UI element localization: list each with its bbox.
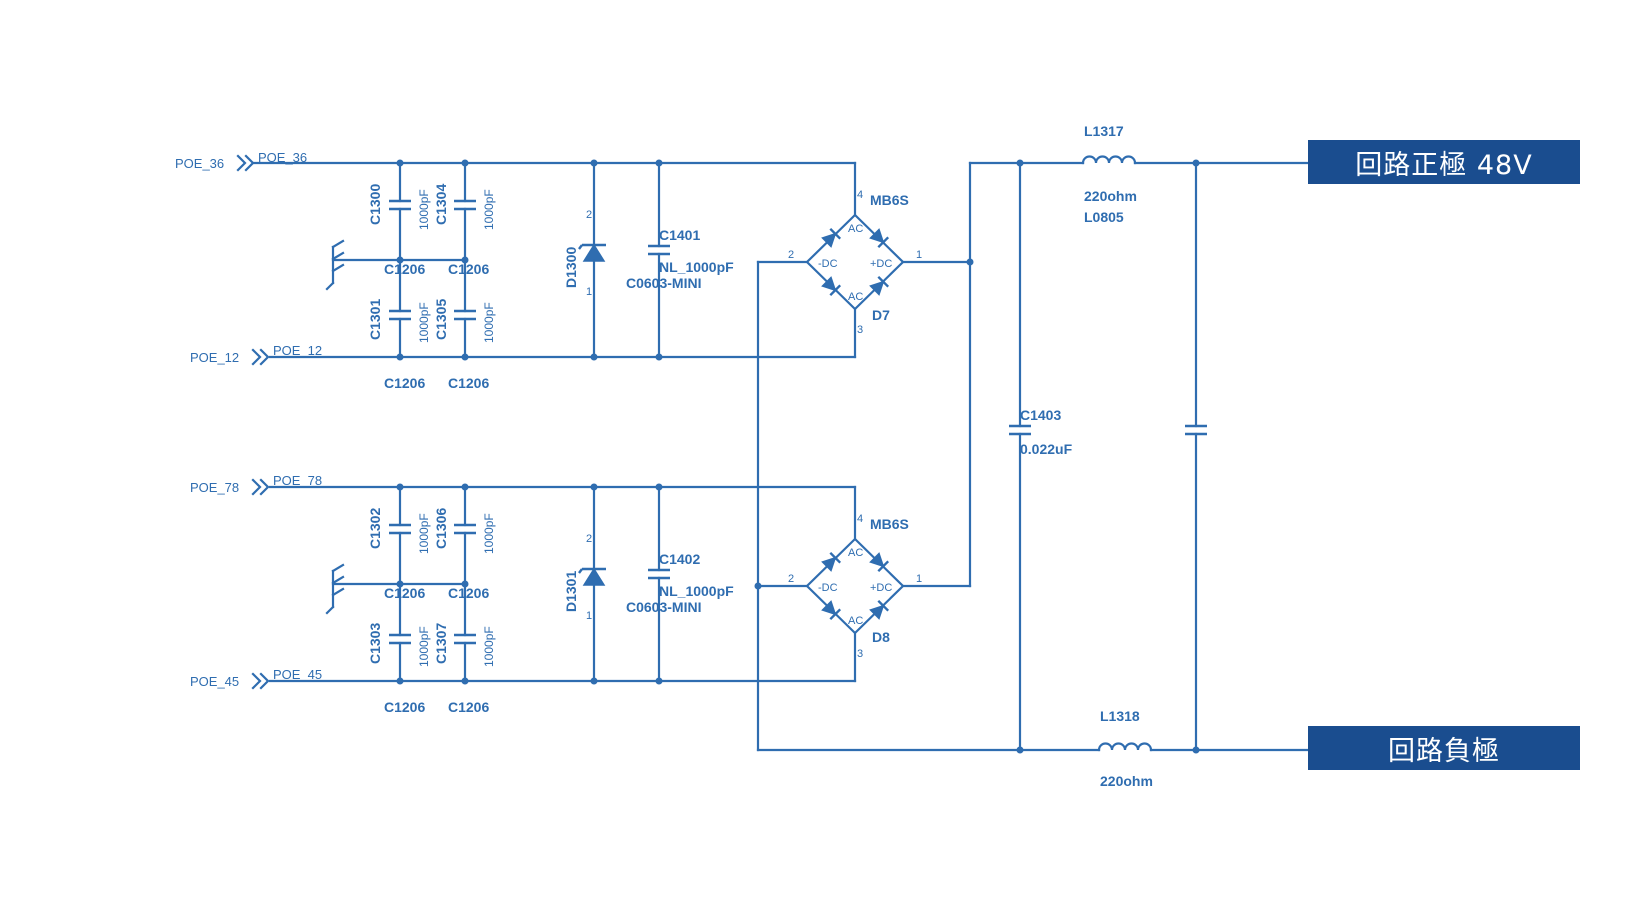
ac-label-d8-top: AC bbox=[848, 547, 863, 559]
label-d7: D7 bbox=[872, 307, 890, 323]
negative-terminal-label: 回路負極 bbox=[1388, 735, 1500, 767]
package-c1302: C1206 bbox=[384, 585, 425, 601]
value-c1402: NL_1000pF bbox=[659, 583, 734, 599]
pin3-d7: 3 bbox=[857, 324, 863, 336]
label-c1403: C1403 bbox=[1020, 407, 1061, 423]
label-l1318: L1318 bbox=[1100, 708, 1140, 724]
negative-terminal-tag: 回路負極 bbox=[1308, 726, 1580, 770]
value-c1401: NL_1000pF bbox=[659, 259, 734, 275]
net-label-poe12: POE_12 bbox=[273, 343, 322, 358]
label-c1301: C1301 bbox=[367, 299, 383, 340]
label-d8: D8 bbox=[872, 629, 890, 645]
dcpos-label-d7: +DC bbox=[870, 258, 892, 270]
value-l1318: 220ohm bbox=[1100, 773, 1153, 789]
inductor-l1317 bbox=[1081, 155, 1137, 165]
pin1-d8: 1 bbox=[916, 573, 922, 585]
label-c1303: C1303 bbox=[367, 623, 383, 664]
dcneg-label-d8: -DC bbox=[818, 582, 838, 594]
dcneg-label-d7: -DC bbox=[818, 258, 838, 270]
package-c1303: C1206 bbox=[384, 699, 425, 715]
label-c1302: C1302 bbox=[367, 508, 383, 549]
diode-d1301 bbox=[577, 483, 608, 685]
output-filter-section: C1403 0.022uF L1317 220ohm L0805 L1318 2… bbox=[754, 123, 1310, 789]
pin3-d8: 3 bbox=[857, 648, 863, 660]
dcpos-label-d8: +DC bbox=[870, 582, 892, 594]
bridge-d8 bbox=[756, 485, 972, 683]
label-c1402: C1402 bbox=[659, 551, 700, 567]
port-label-poe45: POE_45 bbox=[190, 674, 239, 689]
diode-d1300 bbox=[577, 159, 608, 361]
label-d1301: D1301 bbox=[563, 571, 579, 612]
ac-label-d7-top: AC bbox=[848, 223, 863, 235]
label-c1304: C1304 bbox=[433, 184, 449, 225]
ground-icon-top bbox=[325, 239, 345, 291]
port-label-poe36: POE_36 bbox=[175, 156, 224, 171]
value-c1303: 1000pF bbox=[417, 626, 431, 667]
port-arrow-poe78 bbox=[251, 478, 270, 496]
cap-c1403 bbox=[1007, 424, 1033, 436]
port-arrow-poe12 bbox=[251, 348, 270, 366]
label-d1300: D1300 bbox=[563, 247, 579, 288]
value-c1307: 1000pF bbox=[482, 626, 496, 667]
cap-column-2 bbox=[452, 159, 478, 361]
ac-label-d7-bottom: AC bbox=[848, 291, 863, 303]
label-part-d7: MB6S bbox=[870, 192, 909, 208]
port-label-poe12: POE_12 bbox=[190, 350, 239, 365]
top-input-section: POE_36 POE_36 POE_12 POE_12 bbox=[175, 150, 974, 391]
package-c1307: C1206 bbox=[448, 699, 489, 715]
value-c1300: 1000pF bbox=[417, 189, 431, 230]
package-c1301: C1206 bbox=[384, 375, 425, 391]
bottom-input-section: POE_78 POE_78 POE_45 POE_45 bbox=[190, 473, 972, 715]
port-arrow-poe45 bbox=[251, 672, 270, 690]
net-label-poe36: POE_36 bbox=[258, 150, 307, 165]
pin4-d7: 4 bbox=[857, 189, 863, 201]
package-c1402: C0603-MINI bbox=[626, 599, 701, 615]
value-c1304: 1000pF bbox=[482, 189, 496, 230]
package-c1305: C1206 bbox=[448, 375, 489, 391]
positive-terminal-label: 回路正極 48V bbox=[1355, 149, 1533, 181]
value-c1306: 1000pF bbox=[482, 513, 496, 554]
label-l1317: L1317 bbox=[1084, 123, 1124, 139]
label-c1305: C1305 bbox=[433, 299, 449, 340]
pin-d1301-2: 2 bbox=[586, 533, 592, 545]
net-label-poe45: POE_45 bbox=[273, 667, 322, 682]
positive-terminal-tag: 回路正極 48V bbox=[1308, 140, 1580, 184]
label-c1306: C1306 bbox=[433, 508, 449, 549]
pin1-d7: 1 bbox=[916, 249, 922, 261]
package-c1306: C1206 bbox=[448, 585, 489, 601]
value-c1305: 1000pF bbox=[482, 302, 496, 343]
port-arrow-poe36 bbox=[236, 154, 255, 172]
port-label-poe78: POE_78 bbox=[190, 480, 239, 495]
pin4-d8: 4 bbox=[857, 513, 863, 525]
value-c1302: 1000pF bbox=[417, 513, 431, 554]
value-c1301: 1000pF bbox=[417, 302, 431, 343]
label-part-d8: MB6S bbox=[870, 516, 909, 532]
label-c1300: C1300 bbox=[367, 184, 383, 225]
pin2-d7: 2 bbox=[788, 249, 794, 261]
label-c1307: C1307 bbox=[433, 623, 449, 664]
net-label-poe78: POE_78 bbox=[273, 473, 322, 488]
package-c1304: C1206 bbox=[448, 261, 489, 277]
package-c1300: C1206 bbox=[384, 261, 425, 277]
package-c1401: C0603-MINI bbox=[626, 275, 701, 291]
label-c1401: C1401 bbox=[659, 227, 700, 243]
pin-d1301-1: 1 bbox=[586, 610, 592, 622]
ground-icon-bottom bbox=[325, 563, 345, 615]
bridge-d7 bbox=[756, 161, 974, 359]
package-l1317: L0805 bbox=[1084, 209, 1124, 225]
cap-c1401 bbox=[646, 159, 672, 361]
pin-d1300-1: 1 bbox=[586, 286, 592, 298]
cap-output bbox=[1183, 424, 1209, 436]
ac-label-d8-bottom: AC bbox=[848, 615, 863, 627]
cap-column-4 bbox=[452, 483, 478, 685]
value-l1317: 220ohm bbox=[1084, 188, 1137, 204]
value-c1403: 0.022uF bbox=[1020, 441, 1073, 457]
cap-c1402 bbox=[646, 483, 672, 685]
pin2-d8: 2 bbox=[788, 573, 794, 585]
inductor-l1318 bbox=[1097, 742, 1153, 752]
pin-d1300-2: 2 bbox=[586, 209, 592, 221]
